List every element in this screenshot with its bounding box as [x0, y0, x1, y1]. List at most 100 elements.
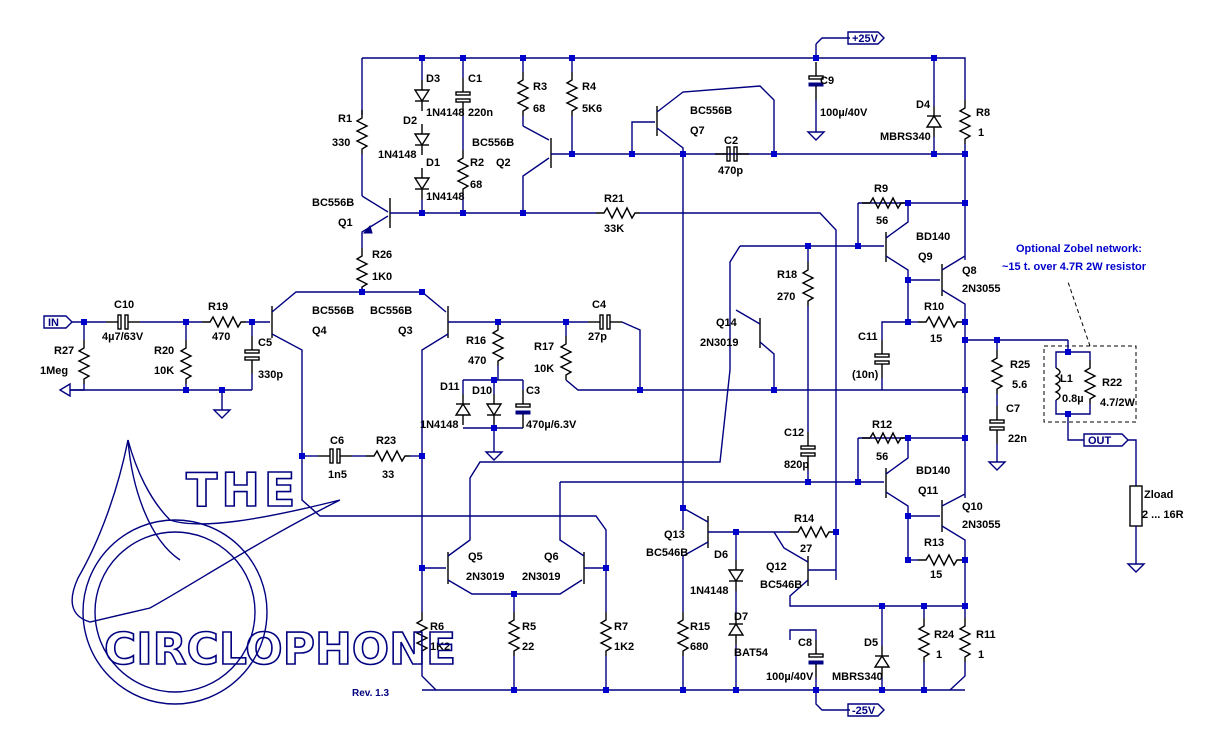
value-C3: 470µ/6.3V	[526, 419, 577, 431]
label-Q9: Q9	[918, 251, 933, 263]
label-Q4: Q4	[312, 325, 328, 337]
label-C1: C1	[468, 73, 482, 85]
label-D10: D10	[472, 385, 492, 397]
value-R22: 4.7/2W	[1100, 397, 1135, 409]
value-C5: 330p	[258, 369, 283, 381]
label-Q7: Q7	[690, 125, 705, 137]
value-Q3: BC556B	[370, 305, 412, 317]
label-C10: C10	[114, 299, 134, 311]
label-C7: C7	[1006, 403, 1020, 415]
label-Q13: Q13	[664, 529, 685, 541]
value-R15: 680	[690, 641, 708, 653]
label-Q8: Q8	[962, 265, 977, 277]
load-value: 2 ... 16R	[1142, 509, 1184, 521]
value-D1: 1N4148	[426, 191, 465, 203]
value-C10: 4µ7/63V	[102, 331, 144, 343]
label-R12: R12	[872, 419, 892, 431]
label-C12: C12	[784, 427, 804, 439]
value-R12: 56	[876, 451, 888, 463]
label-R24: R24	[934, 629, 955, 641]
label-C11: C11	[858, 331, 878, 343]
label-R2: R2	[470, 157, 484, 169]
label-C4: C4	[592, 299, 607, 311]
value-R9: 56	[876, 215, 888, 227]
value-R24: 1	[936, 649, 942, 661]
logo-main: CIRCLOPHONE	[104, 624, 456, 675]
value-Q13: BC546B	[646, 547, 688, 559]
label-R13: R13	[924, 537, 944, 549]
value-C7: 22n	[1008, 433, 1027, 445]
value-R23: 33	[382, 469, 394, 481]
value-Q12: BC546B	[760, 579, 802, 591]
junctions	[81, 55, 1071, 693]
label-R7: R7	[614, 621, 628, 633]
value-Q10: 2N3055	[962, 519, 1001, 531]
net-in-label: IN	[48, 317, 59, 329]
value-Q2: BC556B	[472, 137, 514, 149]
zobel-note-line2: ~15 t. over 4.7R 2W resistor	[1002, 261, 1147, 273]
logo-the: THE	[186, 463, 299, 517]
value-C9: 100µ/40V	[820, 107, 868, 119]
value-D5: MBRS340	[832, 671, 883, 683]
value-D11: 1N4148	[420, 419, 459, 431]
label-R27: R27	[54, 345, 74, 357]
value-L1: 0.8µ	[1062, 393, 1084, 405]
label-R21: R21	[604, 193, 624, 205]
label-C6: C6	[330, 435, 344, 447]
label-D7: D7	[734, 611, 748, 623]
label-R20: R20	[154, 345, 174, 357]
zobel-note-line1: Optional Zobel network:	[1016, 243, 1142, 255]
label-R8: R8	[976, 107, 990, 119]
value-Q8: 2N3055	[962, 283, 1001, 295]
value-R27: 1Meg	[40, 365, 68, 377]
value-R13: 15	[930, 569, 942, 581]
label-C3: C3	[526, 385, 540, 397]
value-D6: 1N4148	[690, 585, 729, 597]
value-R2: 68	[470, 179, 482, 191]
value-Q1: BC556B	[312, 197, 354, 209]
value-R11: 1	[978, 649, 984, 661]
value-Q11: BD140	[916, 465, 950, 477]
label-Q3: Q3	[398, 325, 413, 337]
value-R14: 27	[800, 543, 812, 555]
label-Q1: Q1	[338, 217, 353, 229]
value-R10: 15	[930, 333, 942, 345]
value-R7: 1K2	[614, 641, 634, 653]
label-Q12: Q12	[766, 561, 787, 573]
label-Q5: Q5	[468, 551, 483, 563]
label-D11: D11	[440, 381, 460, 393]
label-Q6: Q6	[544, 551, 559, 563]
value-Q9: BD140	[916, 231, 950, 243]
value-D7: BAT54	[734, 647, 769, 659]
value-R6: 1K2	[430, 641, 450, 653]
value-Q7: BC556B	[690, 105, 732, 117]
value-R18: 270	[777, 291, 795, 303]
label-R10: R10	[924, 301, 944, 313]
value-R25: 5.6	[1012, 379, 1027, 391]
label-D5: D5	[864, 637, 878, 649]
label-R25: R25	[1010, 359, 1030, 371]
value-R16: 470	[468, 355, 486, 367]
label-R18: R18	[777, 269, 797, 281]
label-R16: R16	[466, 335, 486, 347]
load-label: Zload	[1144, 489, 1173, 501]
value-R1: 330	[332, 137, 350, 149]
value-R5: 22	[522, 641, 534, 653]
label-D4: D4	[916, 99, 931, 111]
value-R21: 33K	[604, 223, 624, 235]
net-out-label: OUT	[1088, 435, 1112, 447]
label-D2: D2	[403, 115, 417, 127]
label-Q10: Q10	[962, 501, 983, 513]
label-R23: R23	[376, 435, 396, 447]
label-C5: C5	[258, 337, 272, 349]
label-R1: R1	[338, 113, 352, 125]
label-D1: D1	[426, 157, 440, 169]
label-C9: C9	[820, 75, 834, 87]
value-C8: 100µ/40V	[766, 671, 814, 683]
value-D4: MBRS340	[880, 131, 931, 143]
label-R19: R19	[208, 301, 228, 313]
value-R4: 5K6	[582, 103, 602, 115]
net-vpos-label: +25V	[852, 33, 879, 45]
label-Q11: Q11	[918, 485, 938, 497]
